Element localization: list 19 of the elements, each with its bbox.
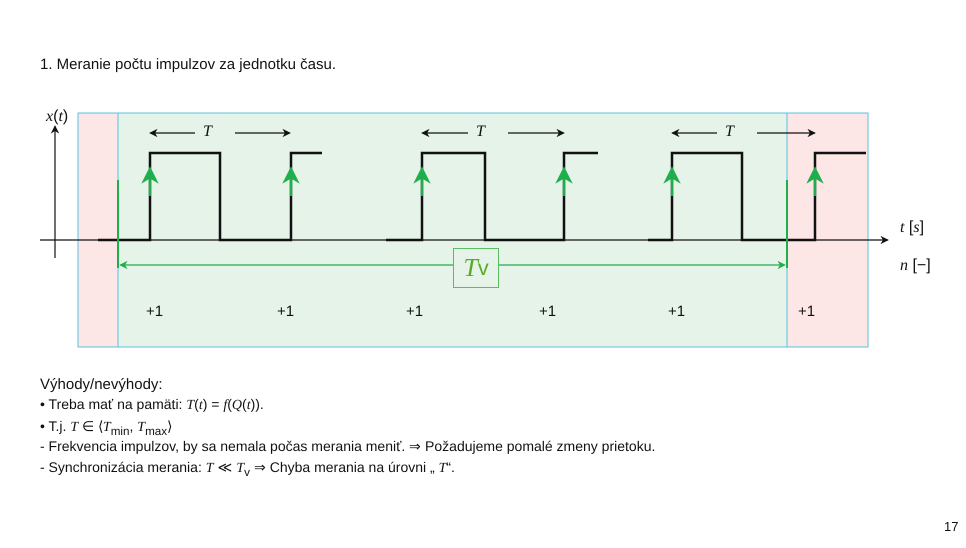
bullet-text: - Synchronizácia merania: T ≪ T$_{v}$ ⇒ Chyba merania na úrovni „ T“. — [40, 459, 455, 479]
count-label: +1 — [146, 303, 164, 320]
dimension-label: T — [725, 123, 734, 141]
dimension-label: T — [476, 123, 485, 141]
bullet-text: • Treba mať na pamäti: T(t) = f(Q(t)). — [40, 396, 264, 414]
count-label: +1 — [277, 303, 294, 320]
axis-label: n [−] — [900, 257, 931, 275]
bullet-text: • T.j. T ∈ ⟨T$_{min}$, T$_{max}$⟩ — [40, 418, 172, 438]
bullet-text: - Frekvencia impulzov, by sa nemala počas merania meniť. ⇒ Požadujeme pomalé zmeny prietoku. — [40, 438, 656, 454]
count-label: +1 — [798, 303, 816, 320]
dimension-label: T — [203, 123, 212, 141]
count-label: +1 — [539, 303, 556, 320]
axis-label: x(t) — [46, 108, 68, 126]
count-label: +1 — [668, 303, 686, 320]
title: 1. Meranie počtu impulzov za jednotku času. — [40, 56, 336, 73]
count-label: +1 — [406, 303, 424, 320]
heading: Výhody/nevýhody: — [40, 376, 163, 393]
axis-label: t [s] — [900, 219, 924, 237]
page-number: 17 — [944, 519, 958, 534]
